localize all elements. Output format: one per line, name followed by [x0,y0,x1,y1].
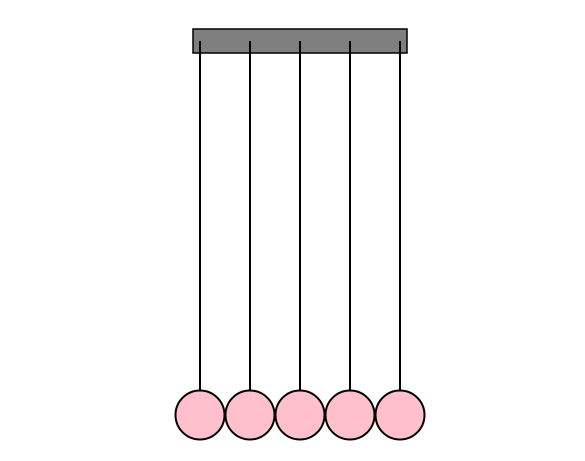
ball-5 [374,389,426,441]
strings-group [199,41,401,391]
ball-1 [174,389,226,441]
string-tops-group [199,41,401,53]
ball-4 [324,389,376,441]
ball-3 [274,389,326,441]
balls-group [174,389,426,441]
ball-2 [224,389,276,441]
